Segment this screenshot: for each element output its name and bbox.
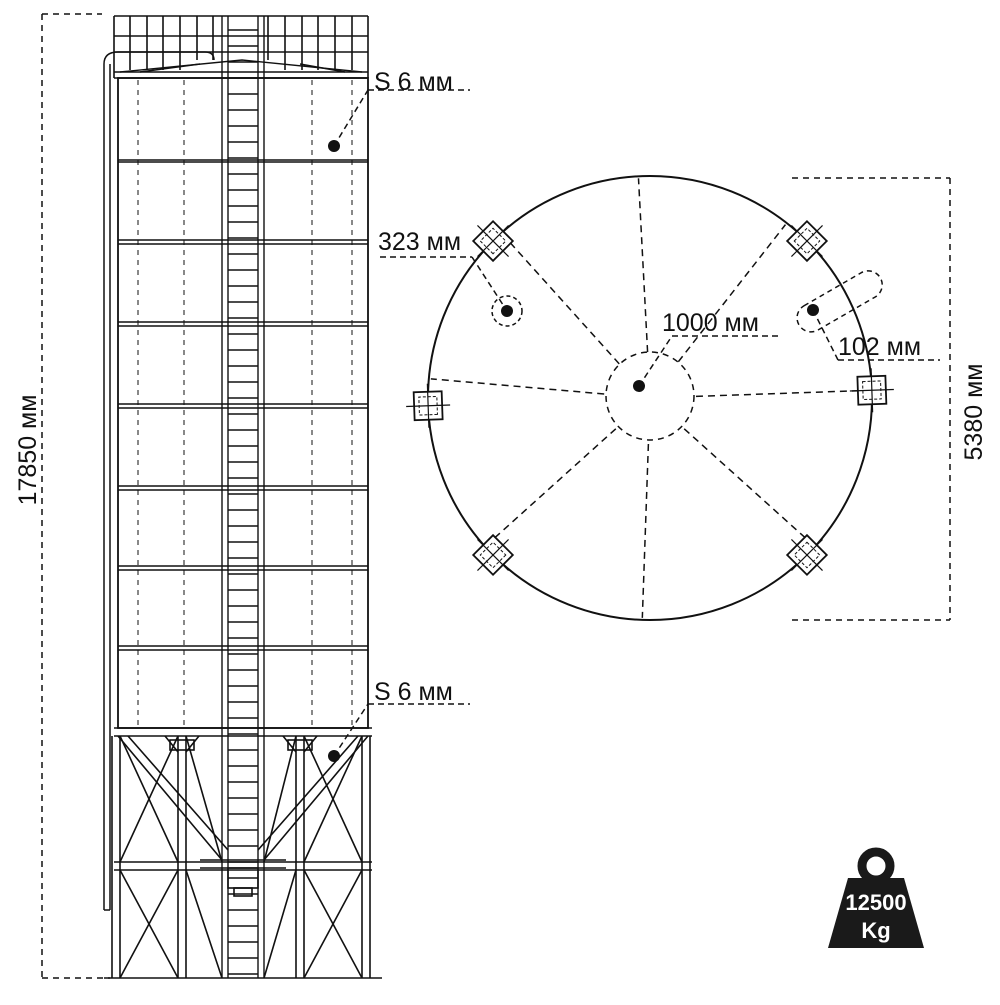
mount-plate: [849, 368, 894, 413]
center-opening-circle: [605, 351, 695, 441]
center-opening-label: 1000 мм: [662, 309, 759, 337]
leg-brace: [185, 869, 223, 979]
support-legs: [104, 735, 382, 979]
silo-elevation: [41, 13, 470, 979]
ladder: [221, 16, 265, 978]
top-railing: [113, 15, 369, 78]
plan-spoke: [502, 234, 620, 365]
leg-brace: [119, 735, 179, 863]
plan-spoke: [683, 428, 814, 546]
weight-unit: Kg: [861, 918, 890, 943]
leg-brace: [185, 735, 223, 863]
diameter-label: 5380 мм: [960, 364, 988, 461]
shell-thickness-bottom-label: S 6 мм: [374, 678, 453, 706]
shell-callout-bottom: [328, 703, 470, 762]
hopper-cone: [114, 727, 372, 897]
manhole-circle: [491, 295, 523, 327]
plan-spoke: [430, 378, 605, 395]
leg-brace: [263, 735, 297, 863]
height-dimension-line: [41, 13, 110, 979]
diameter-dimension-line: [792, 177, 951, 621]
leg-brace: [303, 869, 363, 979]
shell-thickness-top-label: S 6 мм: [374, 68, 453, 96]
mount-plate: [471, 533, 515, 577]
shell-callout-top: [328, 89, 470, 152]
mount-plate: [471, 219, 515, 263]
pipe-size-label: 102 мм: [838, 333, 921, 361]
weight-value: 12500: [845, 890, 906, 915]
plan-spoke: [641, 443, 650, 618]
weight-icon: [828, 847, 924, 948]
plan-spoke: [486, 428, 617, 546]
leg-brace: [263, 869, 297, 979]
pipe-slot: [796, 270, 883, 333]
plan-spoke: [677, 224, 787, 363]
mount-plate: [785, 219, 829, 263]
plan-spoke: [637, 178, 649, 353]
mount-plate: [785, 533, 829, 577]
height-label: 17850 мм: [14, 395, 42, 506]
leg-brace: [303, 735, 363, 863]
manhole-size-label: 323 мм: [378, 228, 461, 256]
silo-plan-view: [380, 175, 951, 621]
silo-body: [117, 77, 369, 729]
plan-spoke: [695, 389, 870, 398]
mount-plate: [406, 383, 451, 428]
shell-marker-bottom: [328, 750, 340, 762]
leg-brace: [119, 869, 179, 979]
shell-marker-top: [328, 140, 340, 152]
